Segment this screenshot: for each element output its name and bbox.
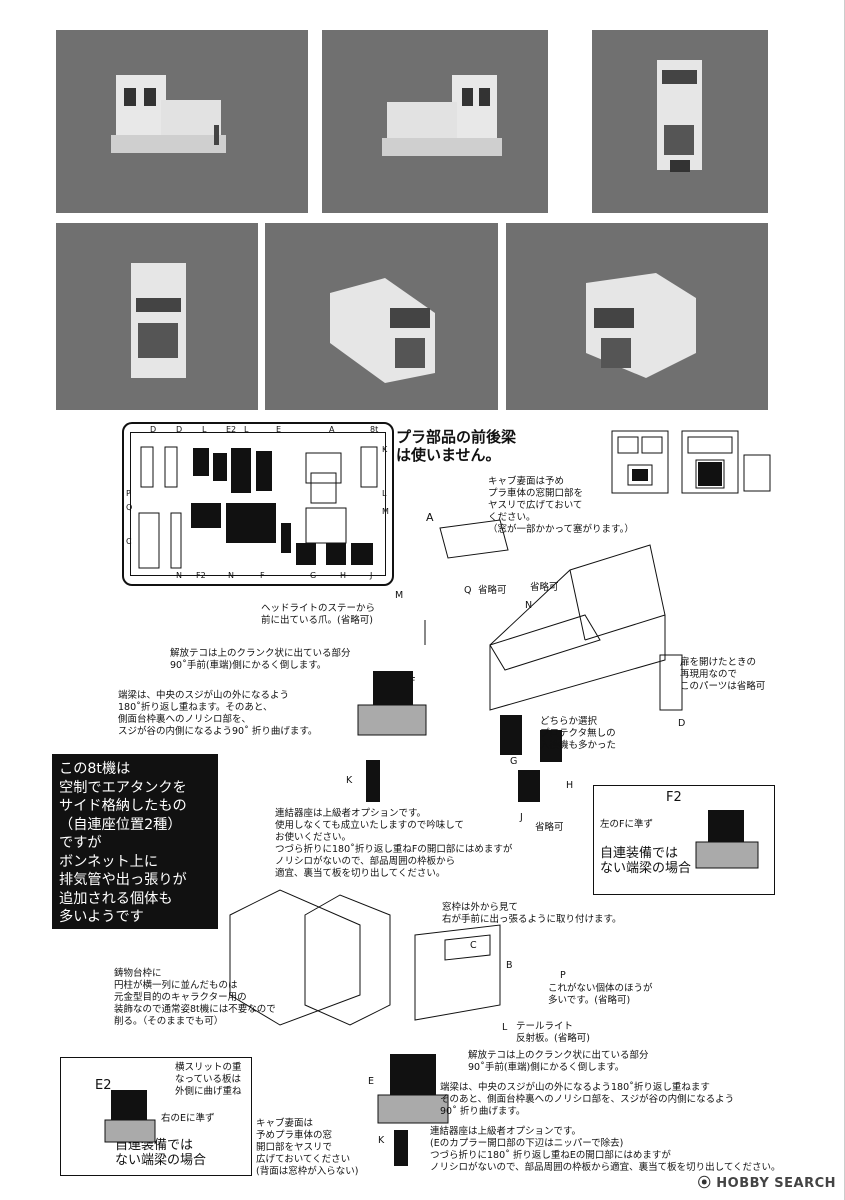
sheet-label-top-8t: 8t <box>370 425 379 434</box>
callout-choose: どちらか選択 プロテクタ無しの 入換機も多かった <box>540 716 617 751</box>
e2-slit-note: 横スリットの重 なっている板は 外側に曲げ重ね <box>175 1062 242 1097</box>
f2-box: F2 左のFに準ず 自連装備では ない端梁の場合 <box>593 785 775 895</box>
label-part-h: H <box>566 780 574 791</box>
e2-beam-diagram <box>104 1090 156 1143</box>
sheet-label-left-q: Q <box>126 503 133 512</box>
callout-door: 扉を開けたときの 再現用なので このパーツは省略可 <box>680 657 766 692</box>
photo-side-right <box>322 30 548 213</box>
callout-omit-n: 省略可 <box>530 582 559 593</box>
label-part-f: F <box>410 676 416 687</box>
f2-title: 自連装備では ない端梁の場合 <box>600 846 692 876</box>
sheet-label-left-c: C <box>126 537 132 546</box>
sheet-label-right-k: K <box>382 445 388 454</box>
callout-end-beam-2: 端梁は、中央のスジが山の外になるよう180˚折り返し重ねます そのあと、側面台枠… <box>440 1082 735 1117</box>
plastic-parts-note: プラ部品の前後梁 は使いません。 <box>396 428 517 464</box>
label-part-j: J <box>520 812 523 823</box>
e2-box: E2 横スリットの重 なっている板は 外側に曲げ重ね 右のEに準ず 自連装備では… <box>60 1057 252 1176</box>
label-part-l: L <box>502 1022 508 1033</box>
callout-cab-window-2: キャブ妻面は 予めプラ車体の窓 開口部をヤスリで 広げておいてください (背面は… <box>256 1118 359 1177</box>
photo-side-left <box>56 30 308 213</box>
end-beam-e-diagram <box>377 1054 449 1166</box>
watermark-brand: HOBBY SEARCH <box>716 1176 836 1191</box>
locomotive-photo <box>322 30 548 213</box>
e2-note: 右のEに準ず <box>161 1113 215 1124</box>
label-part-m: M <box>395 590 404 601</box>
locomotive-photo <box>56 223 258 410</box>
callout-omit-j: 省略可 <box>535 822 564 833</box>
callout-headlight: ヘッドライトのステーから 前に出ている爪。(省略可) <box>261 603 376 626</box>
sheet-frame <box>130 432 386 576</box>
label-part-k: K <box>346 775 353 786</box>
callout-coupler-2: 連結器座は上級者オプションです。 (Eのカプラー開口部の下辺はニッパーで除去) … <box>430 1126 781 1173</box>
sheet-label-top-d2: D <box>176 425 183 434</box>
f2-beam-diagram <box>695 810 759 869</box>
etched-parts-sheet: D D L E2 L E A 8t N F2 N F G H J P Q C K… <box>122 422 394 586</box>
photo-three-quarter-left <box>265 223 498 410</box>
sheet-label-right-m: M <box>382 507 389 516</box>
front-rear-views <box>611 430 771 494</box>
variant-note-box: この8t機は 空制でエアタンクを サイド格納したもの （自連座位置2種） ですが… <box>52 754 218 929</box>
sheet-label-bottom-n1: N <box>176 571 182 580</box>
sheet-label-top-e: E <box>276 425 282 434</box>
callout-no-light: これがない個体のほうが 多いです。(省略可) <box>548 983 653 1006</box>
callout-cast-frame: 鋳物台枠に 円柱が横一列に並んだものは 元金型目的のキャラクター用の 装飾なので… <box>114 968 276 1027</box>
callout-release-lever-2: 解放テコは上のクランク状に出ている部分 90˚手前(車端)側にかるく倒します。 <box>468 1050 649 1073</box>
sheet-label-bottom-n2: N <box>228 571 234 580</box>
f2-label: F2 <box>666 790 682 805</box>
label-part-n: N <box>525 600 533 611</box>
photo-three-quarter-right <box>506 223 768 410</box>
end-beam-f-diagram <box>357 671 427 802</box>
e2-label: E2 <box>95 1078 112 1093</box>
callout-coupler: 連結器座は上級者オプションです。 使用しなくても成立いたしますので吟味して お使… <box>275 808 513 879</box>
label-part-a: A <box>426 511 434 524</box>
parts-layout <box>138 446 378 569</box>
sheet-label-bottom-j: J <box>370 571 373 580</box>
sheet-label-bottom-g: G <box>310 571 317 580</box>
sheet-label-left-p: P <box>126 489 131 498</box>
sheet-label-bottom-h: H <box>340 571 347 580</box>
sheet-label-top-a: A <box>329 425 335 434</box>
lower-assembly-diagram <box>229 889 501 1026</box>
label-part-g: G <box>510 756 518 767</box>
label-part-c: C <box>470 940 477 951</box>
label-part-p: P <box>560 970 566 981</box>
sheet-label-top-l2: L <box>244 425 249 434</box>
sheet-label-top-d1: D <box>150 425 157 434</box>
upper-assembly-diagram <box>424 519 683 802</box>
sheet-label-bottom-f: F <box>260 571 265 580</box>
f2-note: 左のFに準ず <box>600 819 653 830</box>
callout-omit-q: 省略可 <box>478 585 507 596</box>
callout-window-frame: 窓枠は外から見て 右が手前に出っ張るように取り付けます。 <box>442 902 622 925</box>
callout-cab-window: キャブ妻面は予め プラ車体の窓開口部を ヤスリで広げておいて ください。 （窓が… <box>488 476 634 535</box>
callout-end-beam: 端梁は、中央のスジが山の外になるよう 180˚折り返し重ねます。そのあと、 側面… <box>118 690 318 737</box>
label-part-b: B <box>506 960 513 971</box>
sheet-label-right-l: L <box>382 489 387 498</box>
callout-release-lever: 解放テコは上のクランク状に出ている部分 90˚手前(車端)側にかるく倒します。 <box>170 648 351 671</box>
callout-tail-light: テールライト 反射板。(省略可) <box>516 1021 590 1044</box>
variant-note-text: この8t機は 空制でエアタンクを サイド格納したもの （自連座位置2種） ですが… <box>59 761 187 925</box>
sheet-label-top-l1: L <box>202 425 207 434</box>
locomotive-photo <box>592 30 768 213</box>
photo-front <box>592 30 768 213</box>
label-part-k2: K <box>378 1135 385 1146</box>
locomotive-photo <box>56 30 308 213</box>
locomotive-photo <box>265 223 498 410</box>
locomotive-photo <box>506 223 768 410</box>
sheet-label-top-e2: E2 <box>226 425 237 434</box>
label-part-e: E <box>368 1076 375 1087</box>
label-part-q: Q <box>464 585 472 596</box>
label-part-d: D <box>678 718 686 729</box>
sheet-label-bottom-f2: F2 <box>196 571 206 580</box>
watermark-logo: ⦿ HOBBY SEARCH <box>697 1176 836 1191</box>
photo-rear <box>56 223 258 410</box>
